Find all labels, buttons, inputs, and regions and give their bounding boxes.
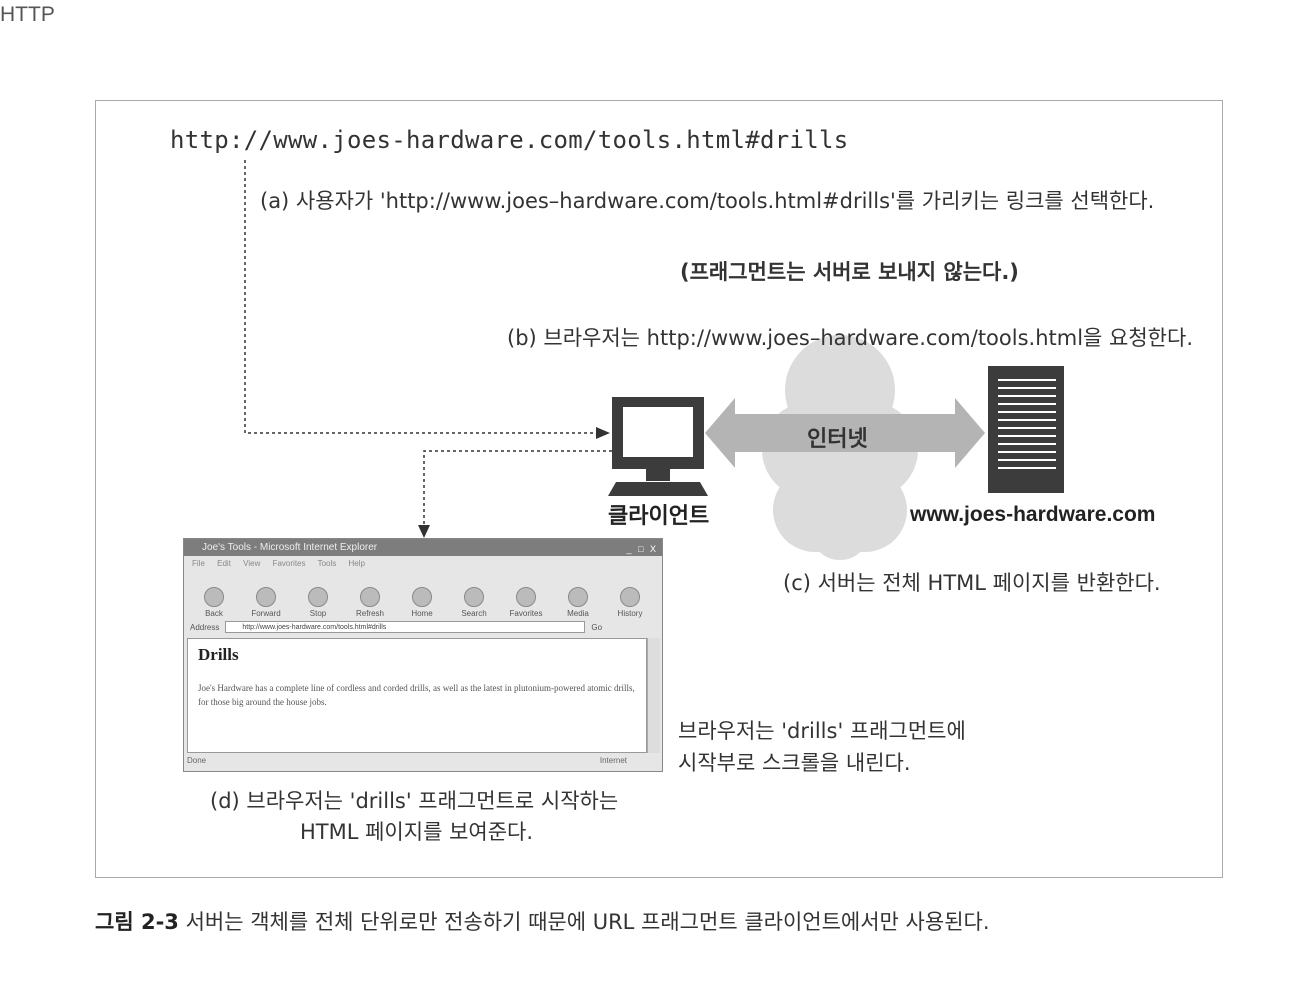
menu-item: Edit [217,559,231,568]
toolbar-label: Back [205,609,223,618]
browser-window: Joe's Tools - Microsoft Internet Explore… [183,538,663,772]
arrowhead-browser [418,525,430,538]
status-zone: Internet [599,756,627,765]
toolbar-label: Stop [309,609,327,618]
window-buttons: _ □ X [626,544,658,554]
browser-status-bar: Done Internet [187,754,657,768]
step-a-label: (a) 사용자가 'http://www.joes–hardware.com/t… [260,189,1155,213]
toolbar-search: Search [452,587,496,618]
caption-number: 그림 2-3 [95,910,179,934]
client-computer-icon [608,397,708,496]
page-paragraph: Joe's Hardware has a complete line of co… [198,683,635,707]
menu-item: File [192,559,205,568]
step-c-label: (c) 서버는 전체 HTML 페이지를 반환한다. [783,571,1161,595]
double-arrow [705,398,985,468]
scroll-note-line1: 브라우저는 'drills' 프래그먼트에 [678,719,966,743]
browser-content: Drills Joe's Hardware has a complete lin… [187,638,647,753]
browser-scrollbar [647,638,660,753]
toolbar-label: Favorites [509,609,543,618]
caption-text: 서버는 객체를 전체 단위로만 전송하기 때문에 URL 프래그먼트 클라이언트… [185,910,990,934]
toolbar-favorites: Favorites [504,587,548,618]
server-icon [988,366,1064,493]
browser-toolbar: Back Forward Stop Refresh Home Search Fa… [184,572,662,618]
page-heading: Drills [198,645,239,664]
fragment-note: (프래그먼트는 서버로 보내지 않는다.) [680,260,1019,284]
step-b-label: (b) 브라우저는 http://www.joes–hardware.com/t… [507,326,1193,350]
toolbar-label: Home [411,609,433,618]
figure-frame [95,100,1223,878]
server-label: www.joes-hardware.com [910,503,1156,526]
toolbar-refresh: Refresh [348,587,392,618]
browser-address-bar: Address http://www.joes-hardware.com/too… [184,618,662,636]
client-label: 클라이언트 [608,504,710,529]
address-field: http://www.joes-hardware.com/tools.html#… [225,621,586,633]
star-icon [516,587,536,607]
step-d-line1: (d) 브라우저는 'drills' 프래그먼트로 시작하는 [210,789,619,813]
toolbar-back: Back [192,587,236,618]
refresh-icon [360,587,380,607]
scroll-note-line2: 시작부로 스크롤을 내린다. [678,751,911,775]
toolbar-label: History [617,609,643,618]
toolbar-label: Refresh [355,609,384,618]
toolbar-forward: Forward [244,587,288,618]
arrowhead-client [596,427,610,439]
forward-icon [256,587,276,607]
running-header: HTTP [0,3,55,26]
toolbar-history: History [608,587,652,618]
diagram-url: http://www.joes-hardware.com/tools.html#… [170,126,849,154]
connector-client-to-browser [423,450,612,527]
toolbar-home: Home [400,587,444,618]
step-d-line2: HTML 페이지를 보여준다. [300,820,534,844]
browser-menu-bar: File Edit View Favorites Tools Help [184,556,662,572]
browser-title: Joe's Tools - Microsoft Internet Explore… [202,542,378,553]
toolbar-label: Media [567,609,589,618]
home-icon [412,587,432,607]
media-icon [568,587,588,607]
search-icon [464,587,484,607]
back-icon [204,587,224,607]
address-label: Address [190,622,220,632]
toolbar-media: Media [556,587,600,618]
status-text: Done [187,756,207,765]
history-icon [620,587,640,607]
stop-icon [308,587,328,607]
toolbar-label: Search [461,609,487,618]
figure-caption: 그림 2-3 서버는 객체를 전체 단위로만 전송하기 때문에 URL 프래그먼… [95,906,990,936]
toolbar-stop: Stop [296,587,340,618]
connector-url-to-client [244,160,598,434]
menu-item: Help [348,559,365,568]
toolbar-label: Forward [251,609,281,618]
go-button: Go [591,622,603,632]
internet-label: 인터넷 [807,427,868,452]
browser-title-bar: Joe's Tools - Microsoft Internet Explore… [184,539,662,556]
menu-item: Tools [317,559,337,568]
menu-item: Favorites [272,559,306,568]
menu-item: View [243,559,261,568]
